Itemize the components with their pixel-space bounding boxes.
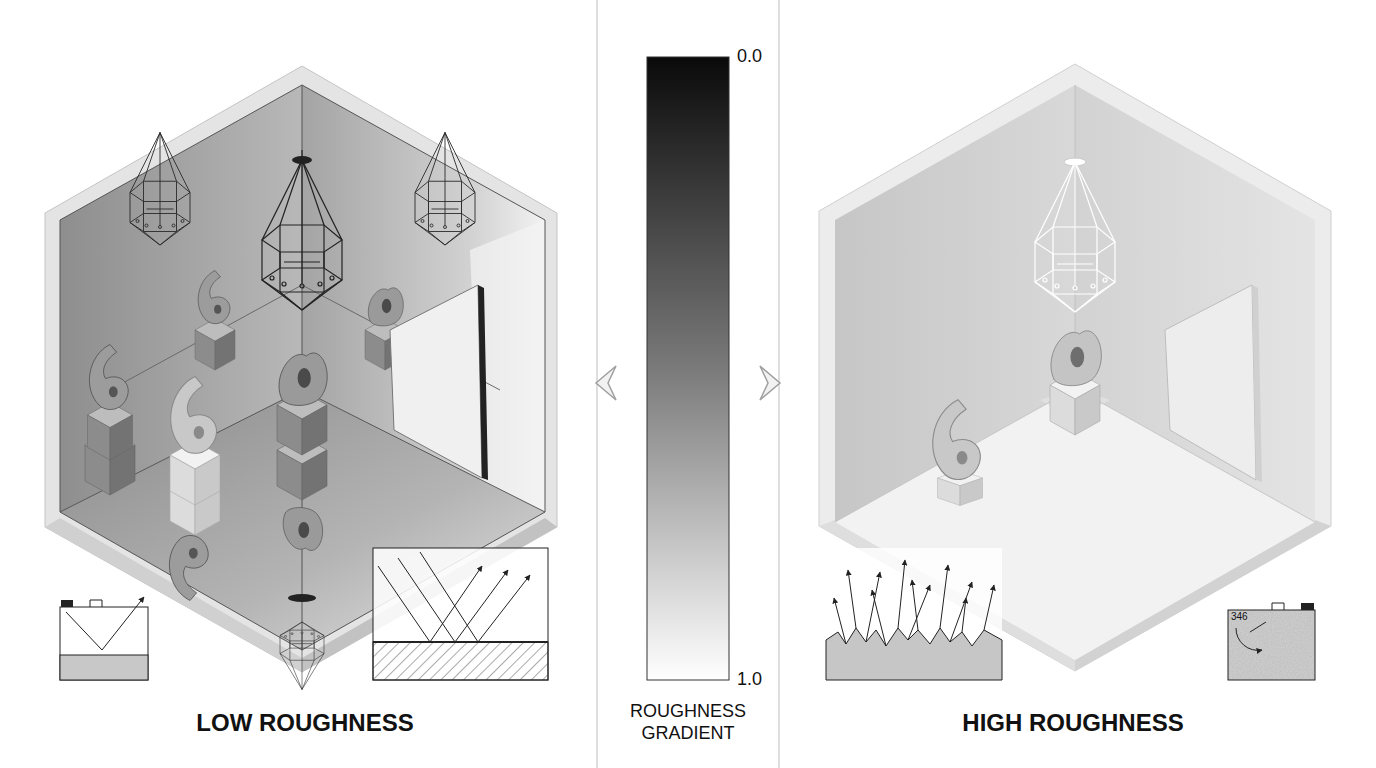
mirror-room <box>45 66 557 690</box>
diffuse-reflection-inset <box>826 548 1002 680</box>
panel-title: LOW ROUGHNESS <box>155 709 455 738</box>
specular-reflection-inset <box>373 548 548 680</box>
mirror-section-inset <box>60 597 148 680</box>
panel-title: HIGH ROUGHNESS <box>923 709 1223 738</box>
scale-value: 1.0 <box>737 669 797 691</box>
scale-value: 0.0 <box>737 46 797 68</box>
angle-value: 346 <box>1231 611 1261 623</box>
divider-lines <box>597 0 779 768</box>
direction-chevrons <box>596 366 780 400</box>
texture-sample-inset <box>1228 603 1315 680</box>
roughness-gradient-bar <box>647 57 729 680</box>
scale-title: ROUGHNESS GRADIENT <box>623 701 753 744</box>
